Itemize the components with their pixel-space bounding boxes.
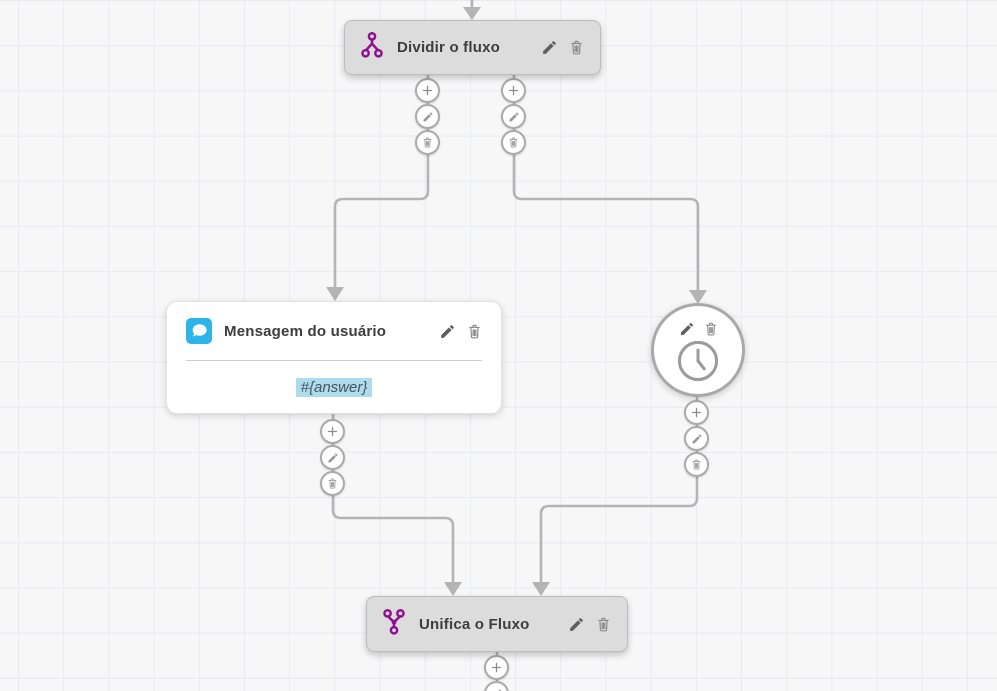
pencil-icon[interactable] (684, 426, 709, 451)
trash-icon[interactable] (684, 452, 709, 477)
port-stack-split-right (501, 78, 526, 155)
node-unifica-fluxo[interactable]: Unifica o Fluxo (366, 596, 628, 652)
node-dividir-fluxo[interactable]: Dividir o fluxo (344, 20, 601, 75)
pencil-icon[interactable] (439, 323, 456, 340)
node-body: #{answer} (167, 361, 501, 413)
clock-icon (676, 339, 720, 388)
trash-icon[interactable] (501, 130, 526, 155)
trash-icon[interactable] (467, 323, 482, 340)
node-title: Dividir o fluxo (397, 39, 501, 56)
plus-icon[interactable] (501, 78, 526, 103)
port-stack-split-left (415, 78, 440, 155)
pencil-icon[interactable] (541, 39, 558, 56)
plus-icon[interactable] (320, 419, 345, 444)
chat-bubble-icon (186, 318, 212, 344)
node-header: Mensagem do usuário (167, 302, 501, 360)
port-stack-timer (684, 400, 709, 477)
arrowhead-into-timer (689, 290, 707, 304)
merge-flow-icon (383, 608, 405, 641)
wire-split-to-message (333, 74, 430, 289)
node-timer[interactable] (651, 303, 745, 397)
arrowhead-into-merge-left (444, 582, 462, 596)
plus-icon[interactable] (684, 400, 709, 425)
pencil-icon[interactable] (501, 104, 526, 129)
wire-split-to-timer (512, 74, 700, 292)
arrowhead-into-merge-right (532, 582, 550, 596)
pencil-icon[interactable] (415, 104, 440, 129)
split-flow-icon (361, 31, 383, 64)
trash-icon[interactable] (320, 471, 345, 496)
wire-message-to-merge (331, 412, 455, 584)
wire-timer-to-merge (539, 395, 699, 584)
node-mensagem-usuario[interactable]: Mensagem do usuário #{answer} (166, 301, 502, 414)
pencil-icon[interactable] (568, 616, 585, 633)
header-divider (186, 360, 482, 361)
arrowhead-into-split (463, 7, 481, 20)
pencil-icon[interactable] (484, 681, 509, 691)
node-title: Unifica o Fluxo (419, 615, 530, 633)
port-stack-message (320, 419, 345, 496)
plus-icon[interactable] (415, 78, 440, 103)
arrowhead-into-message (326, 287, 344, 301)
trash-icon[interactable] (596, 616, 611, 633)
trash-icon[interactable] (704, 321, 718, 337)
pencil-icon[interactable] (320, 445, 345, 470)
trash-icon[interactable] (569, 39, 584, 56)
port-stack-merge (484, 655, 509, 691)
pencil-icon[interactable] (679, 321, 695, 337)
plus-icon[interactable] (484, 655, 509, 680)
variable-chip[interactable]: #{answer} (295, 377, 373, 397)
trash-icon[interactable] (415, 130, 440, 155)
node-title: Mensagem do usuário (224, 322, 387, 340)
